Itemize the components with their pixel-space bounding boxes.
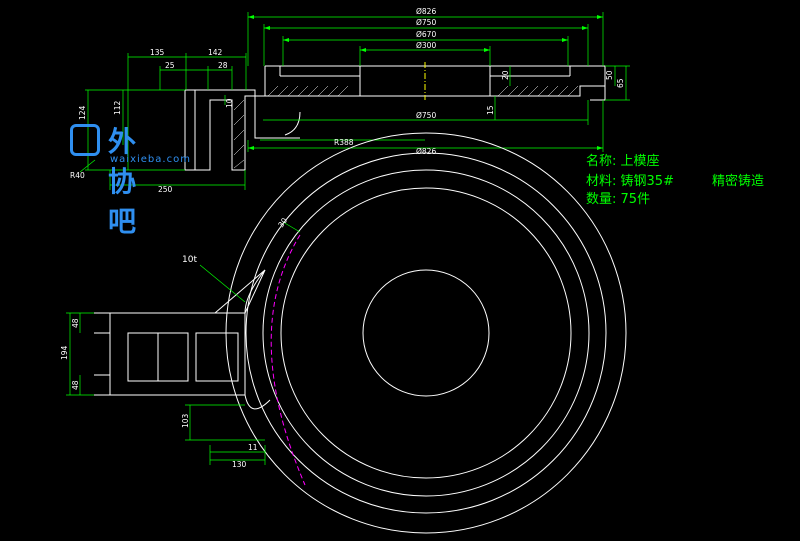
dim-d750-bottom: Ø750 bbox=[416, 111, 436, 120]
note-name: 名称: 上模座 bbox=[586, 150, 660, 169]
rim-circle-1 bbox=[245, 152, 607, 514]
watermark-title: 外协吧 bbox=[108, 125, 138, 238]
dim-d300: Ø300 bbox=[416, 41, 436, 50]
inner-step-circle bbox=[280, 187, 572, 479]
hatch-pattern bbox=[233, 85, 579, 169]
note-process: 精密铸造 bbox=[712, 174, 765, 189]
dim-103: 103 bbox=[181, 413, 190, 428]
dim-10t: 10t bbox=[182, 255, 197, 265]
dim-10: 10 bbox=[225, 98, 234, 108]
dim-15: 15 bbox=[486, 105, 495, 115]
arm-outline bbox=[184, 89, 256, 171]
hidden-arc bbox=[270, 234, 306, 486]
note-qty-value: 75件 bbox=[620, 192, 651, 207]
dim-d670: Ø670 bbox=[416, 30, 436, 39]
note-name-value: 上模座 bbox=[620, 154, 660, 169]
note-qty: 数量: 75件 bbox=[586, 188, 650, 207]
dim-142: 142 bbox=[208, 48, 223, 57]
dim-25: 25 bbox=[165, 61, 175, 70]
dim-250: 250 bbox=[158, 185, 173, 194]
dim-r40: R40 bbox=[70, 171, 85, 180]
section-outline bbox=[264, 65, 606, 97]
dim-194: 194 bbox=[60, 345, 69, 360]
dimension-text-top: Ø826 Ø750 Ø670 Ø300 Ø750 Ø826 R388 50 65… bbox=[70, 7, 625, 194]
dimension-lines-plan bbox=[66, 221, 301, 465]
note-material-label: 材料: bbox=[586, 174, 617, 189]
dim-112: 112 bbox=[113, 100, 122, 115]
dim-r388: R388 bbox=[334, 138, 354, 147]
dimension-lines-top bbox=[79, 12, 630, 190]
plan-view bbox=[94, 132, 627, 534]
dim-d826-bottom: Ø826 bbox=[416, 147, 436, 156]
watermark-logo-icon bbox=[70, 124, 100, 156]
dim-d750: Ø750 bbox=[416, 18, 436, 27]
dim-130: 130 bbox=[232, 460, 247, 469]
outer-circle bbox=[225, 132, 627, 534]
dim-arrows bbox=[248, 15, 603, 150]
section-view bbox=[184, 65, 606, 171]
dim-48-top: 48 bbox=[71, 318, 80, 328]
dim-135: 135 bbox=[150, 48, 165, 57]
plan-arm bbox=[94, 312, 246, 396]
note-qty-label: 数量: bbox=[586, 192, 617, 207]
dim-48-bottom: 48 bbox=[71, 380, 80, 390]
watermark-url: waixieba.com bbox=[110, 154, 191, 165]
note-material: 材料: 铸钢35# bbox=[586, 170, 674, 189]
dim-d826: Ø826 bbox=[416, 7, 436, 16]
rim-circle-2 bbox=[262, 169, 590, 497]
note-name-label: 名称: bbox=[586, 154, 617, 169]
dimension-text-plan: 10t 48 194 48 103 11 130 30 bbox=[60, 216, 289, 469]
dim-124: 124 bbox=[78, 105, 87, 120]
dim-65: 65 bbox=[616, 78, 625, 88]
dim-20: 20 bbox=[501, 70, 510, 80]
dim-28: 28 bbox=[218, 61, 228, 70]
center-bore bbox=[362, 269, 490, 397]
note-material-value: 铸钢35# bbox=[620, 174, 674, 189]
dim-11: 11 bbox=[248, 443, 258, 452]
dim-50: 50 bbox=[605, 70, 614, 80]
